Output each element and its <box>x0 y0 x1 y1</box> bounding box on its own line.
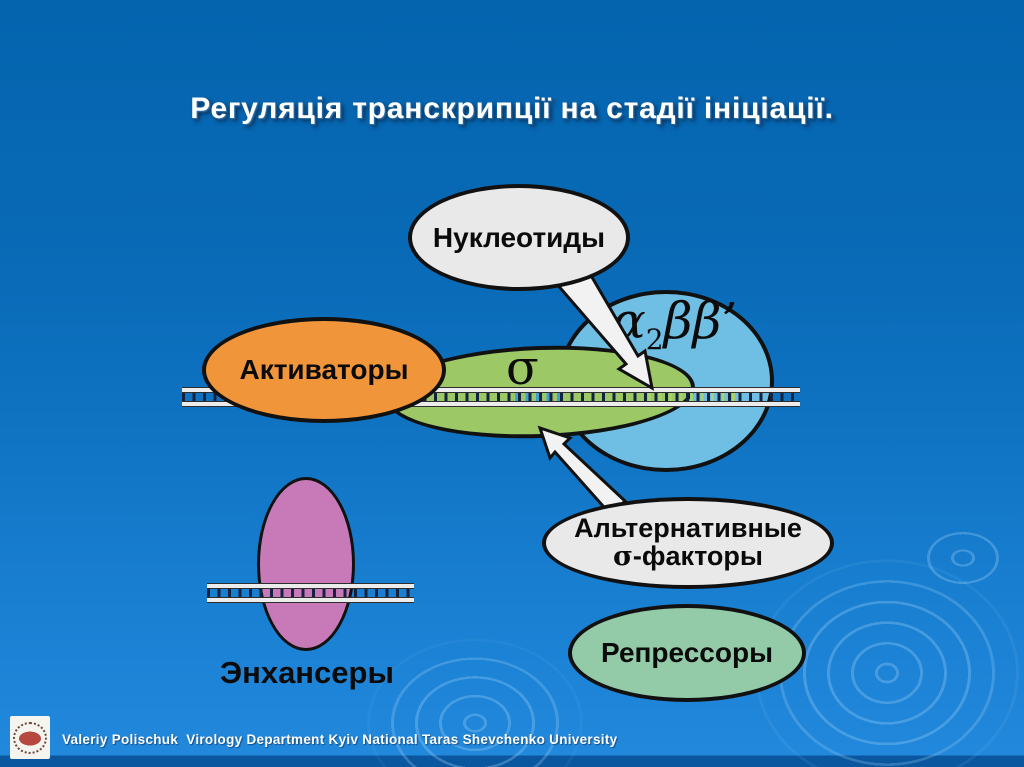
university-seal-icon <box>13 721 47 754</box>
dna-strand <box>182 387 800 409</box>
dna-rail-top <box>182 387 800 393</box>
activators-label: Активаторы <box>239 354 409 385</box>
nucleotides-callout: Нуклеотиды <box>408 184 630 291</box>
alt-sigma-symbol: σ <box>613 541 633 572</box>
alt-sigma-rest: -факторы <box>632 541 763 571</box>
core-enzyme-label: α2ββ’ <box>612 292 737 356</box>
core-beta-prime: ββ’ <box>663 292 738 350</box>
water-ripple-small <box>908 518 1018 598</box>
enhancers-label: Энхансеры <box>220 655 394 690</box>
activators-ellipse: Активаторы <box>202 317 446 423</box>
repressors-label: Репрессоры <box>600 637 774 668</box>
enhancer-protein-ellipse <box>257 477 355 651</box>
slide-title: Регуляція транскрипції на стадії ініціац… <box>190 92 834 126</box>
repressors-ellipse: Репрессоры <box>568 604 806 702</box>
nucleotides-label: Нуклеотиды <box>432 221 606 253</box>
alt-sigma-callout: Альтернативные σ-факторы <box>542 497 834 589</box>
enhancer-dna-rail-top <box>207 583 414 589</box>
core-alpha: α <box>612 292 646 350</box>
dna-ticks <box>182 393 800 401</box>
dna-ticks-blue-segment <box>515 393 565 401</box>
dna-rail-bottom <box>182 400 800 407</box>
dna-ticks-green-segment <box>648 393 738 401</box>
core-subscript: 2 <box>645 323 664 356</box>
footer-credit: Valeriy Polischuk Virology Department Ky… <box>62 732 618 747</box>
water-ripple-mid <box>360 633 590 767</box>
enhancer-dna-rail-bottom <box>207 596 414 603</box>
alt-sigma-line1: Альтернативные <box>574 513 802 544</box>
university-logo-icon <box>10 716 50 759</box>
sigma-label: σ <box>506 340 539 396</box>
enhancer-dna-strand <box>207 583 414 605</box>
enhancer-dna-ticks <box>207 589 414 597</box>
alt-sigma-line2: σ-факторы <box>613 541 763 572</box>
